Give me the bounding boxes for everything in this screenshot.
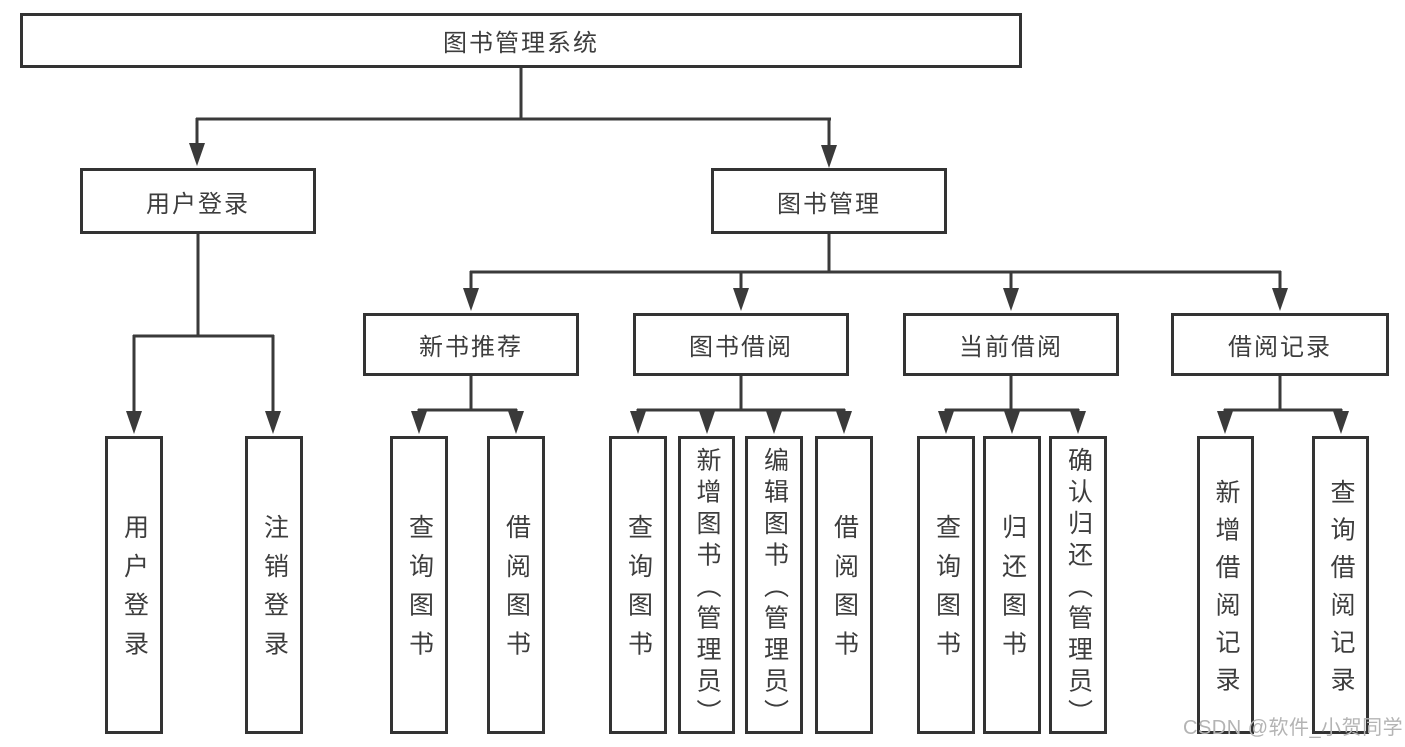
- leaf-current-return-books: 归还图书: [983, 436, 1041, 734]
- node-borrowing-records: 借阅记录: [1171, 313, 1389, 376]
- node-book-borrowing: 图书借阅: [633, 313, 849, 376]
- arrowhead-icon: [411, 411, 427, 434]
- csdn-watermark: CSDN @软件_小贺同学: [1183, 717, 1404, 739]
- arrowhead-icon: [1070, 411, 1086, 434]
- arrowhead-icon: [1004, 411, 1020, 434]
- node-new-book-recommend: 新书推荐: [363, 313, 579, 376]
- arrowhead-icon: [1217, 411, 1233, 434]
- arrowhead-icon: [126, 411, 142, 434]
- arrowhead-icon: [821, 145, 837, 168]
- arrowhead-icon: [508, 411, 524, 434]
- leaf-borrowing-add-books-admin: 新增图书（管理员）: [678, 436, 735, 734]
- leaf-user-login: 用户登录: [105, 436, 163, 734]
- node-user-login: 用户登录: [80, 168, 316, 234]
- arrowhead-icon: [1003, 288, 1019, 311]
- leaf-current-confirm-return-admin: 确认归还（管理员）: [1049, 436, 1107, 734]
- arrowhead-icon: [265, 411, 281, 434]
- arrowhead-icon: [630, 411, 646, 434]
- arrowhead-icon: [1333, 411, 1349, 434]
- leaf-current-query-books: 查询图书: [917, 436, 975, 734]
- leaf-records-query-borrow-record: 查询借阅记录: [1312, 436, 1369, 734]
- leaf-recommend-query-books: 查询图书: [390, 436, 448, 734]
- node-library-management-system: 图书管理系统: [20, 13, 1022, 68]
- leaf-logout-login: 注销登录: [245, 436, 303, 734]
- arrowhead-icon: [189, 143, 205, 166]
- leaf-borrowing-borrow-books: 借阅图书: [815, 436, 873, 734]
- arrowhead-icon: [463, 288, 479, 311]
- leaf-borrowing-query-books: 查询图书: [609, 436, 667, 734]
- arrowhead-icon: [733, 288, 749, 311]
- arrowhead-icon: [699, 411, 715, 434]
- leaf-records-add-borrow-record: 新增借阅记录: [1197, 436, 1254, 734]
- arrowhead-icon: [938, 411, 954, 434]
- arrowhead-icon: [1272, 288, 1288, 311]
- node-current-borrowing: 当前借阅: [903, 313, 1119, 376]
- node-book-management: 图书管理: [711, 168, 947, 234]
- leaf-recommend-borrow-books: 借阅图书: [487, 436, 545, 734]
- leaf-borrowing-edit-books-admin: 编辑图书（管理员）: [745, 436, 803, 734]
- arrowhead-icon: [766, 411, 782, 434]
- arrowhead-icon: [836, 411, 852, 434]
